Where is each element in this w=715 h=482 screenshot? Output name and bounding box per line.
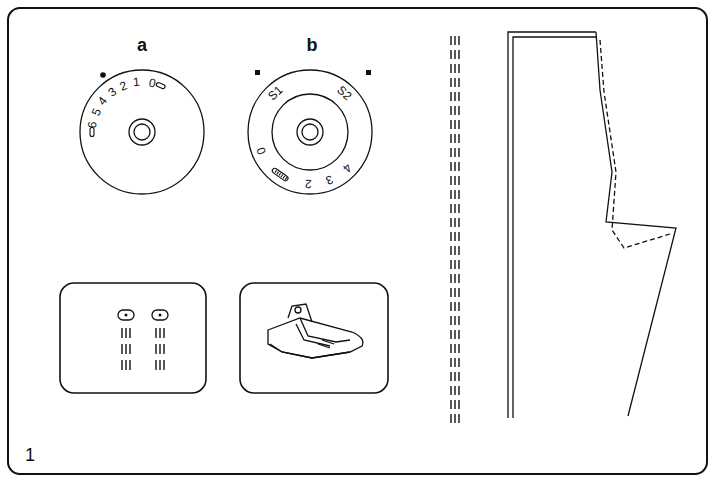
figure-number: 1 <box>25 446 35 464</box>
dial-number: 4 <box>96 95 110 108</box>
stitch-panel <box>60 283 206 393</box>
dial-number: 5 <box>89 106 103 117</box>
dial-letter: a <box>137 36 147 54</box>
dial-symbols <box>90 82 289 182</box>
dial-number: S1 <box>266 84 285 103</box>
dial-number: 2 <box>118 79 129 93</box>
dial-number: 3 <box>106 85 119 99</box>
dial-a <box>80 70 204 194</box>
frame <box>8 8 707 474</box>
dial-number: S2 <box>335 84 354 103</box>
dial-number: 2 <box>305 178 312 190</box>
dial-number: 1 <box>133 76 141 89</box>
dial-number: 0 <box>148 77 157 90</box>
garment-piece <box>508 32 676 418</box>
dial-number: 0 <box>255 146 269 157</box>
seam-column <box>451 36 459 423</box>
dial-number: 4 <box>341 162 354 175</box>
presser-foot-panel <box>240 283 388 393</box>
dial-number: 6 <box>86 121 99 129</box>
dial-letter: b <box>307 36 318 54</box>
dial-number: 3 <box>324 173 335 187</box>
dial-b <box>248 70 372 194</box>
